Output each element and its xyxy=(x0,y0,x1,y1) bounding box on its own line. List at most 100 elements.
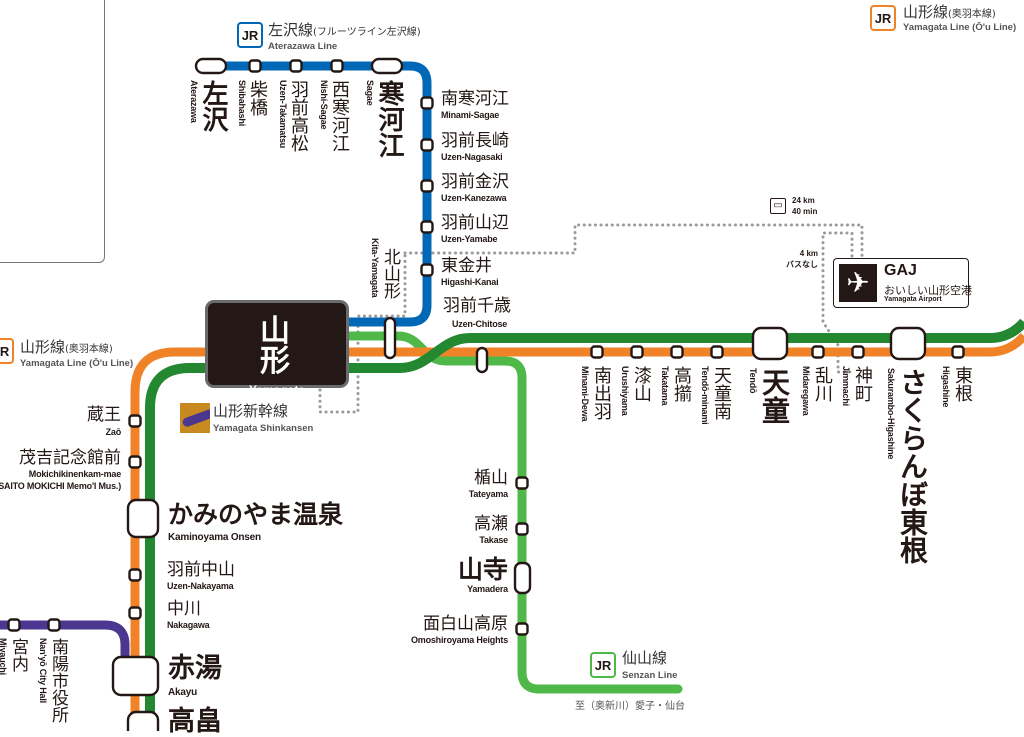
station-marker[interactable] xyxy=(128,414,142,428)
yamagata-hub-station[interactable]: 山 形 Yamagata xyxy=(205,300,356,397)
jr-badge-ou-left: JR xyxy=(0,338,14,364)
airport-code: GAJ xyxy=(884,262,917,279)
station-name-ja: 寒河江 xyxy=(374,80,404,158)
senzan-name-ja: 仙山線 xyxy=(622,649,668,667)
jr-badge-ou-top: JR xyxy=(870,5,896,31)
station-name-en: Midaregawa xyxy=(801,366,811,416)
station-name-ja: 楯山 xyxy=(474,468,508,488)
station-marker-major[interactable] xyxy=(111,655,160,697)
station-marker[interactable] xyxy=(515,522,529,536)
station-marker[interactable] xyxy=(7,618,21,632)
station-marker[interactable] xyxy=(710,345,724,359)
station-name-en: Tateyama xyxy=(468,489,508,499)
ou-top-name-ja: 山形線 xyxy=(903,3,949,21)
station-marker[interactable] xyxy=(420,179,434,193)
station-marker[interactable] xyxy=(420,220,434,234)
station-name-ja: 柴橋 xyxy=(247,80,268,116)
station-marker[interactable] xyxy=(128,568,142,582)
station-name-ja: 山寺 xyxy=(457,555,508,584)
station-name-en: Zaō xyxy=(105,427,122,437)
shinkansen-south xyxy=(145,363,210,731)
station-name-ja: 羽前中山 xyxy=(167,560,235,580)
station-name-en: Urushiyama xyxy=(620,366,630,416)
info-panel xyxy=(0,0,105,263)
station-marker[interactable] xyxy=(951,345,965,359)
station-marker[interactable] xyxy=(128,455,142,469)
station-marker-yamadera[interactable] xyxy=(513,561,532,595)
station-name-en: Uzen-Kanezawa xyxy=(441,193,507,203)
station-marker-terminal[interactable] xyxy=(194,57,228,75)
station-name-en: Shibahashi xyxy=(237,80,247,127)
bus-time: 40 min xyxy=(792,207,818,216)
station-marker-major[interactable] xyxy=(126,710,160,731)
aterazawa-name-ja: 左沢線 xyxy=(268,21,314,39)
station-name-en: Miyauchi xyxy=(0,638,8,675)
station-marker[interactable] xyxy=(420,263,434,277)
station-marker[interactable] xyxy=(851,345,865,359)
ou-line-name-top: 山形線(奥羽本線) xyxy=(903,5,996,20)
ou-top-name-sub: (奥羽本線) xyxy=(948,9,996,20)
station-marker-kita-yamagata[interactable] xyxy=(383,316,397,360)
station-name-en: Minami-Sagae xyxy=(441,110,500,120)
station-name-en: Tendō-minami xyxy=(700,366,710,425)
station-name-en: Omoshiroyama Heights xyxy=(410,635,508,645)
station-marker-major[interactable] xyxy=(751,326,789,361)
senzan-name-en: Senzan Line xyxy=(622,670,678,681)
ou-top-name-en: Yamagata Line (Ō'u Line) xyxy=(903,22,1017,33)
walk-route-jimmachi xyxy=(821,231,857,374)
station-name-ja: 漆山 xyxy=(631,366,652,402)
station-marker[interactable] xyxy=(515,622,529,636)
aterazawa-line-name: 左沢線(フルーツライン左沢線) xyxy=(268,23,421,38)
aterazawa-line xyxy=(210,61,432,327)
station-marker[interactable] xyxy=(248,59,262,73)
station-name-ja: 東根 xyxy=(952,366,973,402)
station-marker[interactable] xyxy=(515,476,529,490)
station-name-ja: 北山形 xyxy=(380,248,400,299)
shinkansen-name-en: Yamagata Shinkansen xyxy=(213,423,314,434)
station-marker[interactable] xyxy=(420,138,434,152)
station-name-ja: 左沢 xyxy=(198,80,228,132)
bus-icon: ▭ xyxy=(770,198,786,214)
airport-name-ja: おいしい山形空港 xyxy=(884,284,972,297)
station-name-en: Tendō xyxy=(748,368,758,394)
station-name-en: Takatama xyxy=(660,366,670,406)
station-marker[interactable] xyxy=(128,606,142,620)
station-name-ja: 西寒河江 xyxy=(329,80,350,152)
station-marker[interactable] xyxy=(330,59,344,73)
ou-line-south xyxy=(130,347,210,731)
bus-distance: 24 km xyxy=(792,196,815,205)
station-name-en: Sakurambo-Higashine xyxy=(886,368,896,460)
station-marker[interactable] xyxy=(811,345,825,359)
station-name-ja: 羽前高松 xyxy=(288,80,309,152)
station-marker[interactable] xyxy=(47,618,61,632)
station-marker[interactable] xyxy=(630,345,644,359)
station-name-en: Jimmachi xyxy=(841,366,851,406)
jr-badge-aterazawa: JR xyxy=(237,22,263,48)
station-name-ja: 神町 xyxy=(852,366,873,402)
yamagata-airport[interactable]: ✈ GAJ おいしい山形空港 Yamagata Airport xyxy=(833,258,972,308)
station-name-ja: 赤湯 xyxy=(168,653,222,684)
station-name-ja: 南寒河江 xyxy=(441,89,509,109)
station-name-en: Nan'yō City Hall xyxy=(38,638,48,703)
station-marker-uzen-chitose[interactable] xyxy=(475,346,489,374)
station-name-en-sub: (SAITO MOKICHI Memo'l Mus.) xyxy=(0,481,121,491)
ou-line-name-left: 山形線(奥羽本線) xyxy=(20,340,113,355)
station-name-en: Nishi-Sagae xyxy=(319,80,329,130)
station-marker[interactable] xyxy=(289,59,303,73)
station-marker[interactable] xyxy=(420,96,434,110)
yamagata-name-ja: 山 形 xyxy=(260,314,356,379)
station-marker-major[interactable] xyxy=(889,326,927,361)
station-name-en: Uzen-Yamabe xyxy=(441,234,498,244)
station-marker-terminal[interactable] xyxy=(370,57,404,75)
station-name-ja: 中川 xyxy=(167,599,201,619)
yamagata-name-en: Yamagata xyxy=(248,383,306,397)
station-name-ja: 羽前山辺 xyxy=(441,213,509,233)
station-marker-major[interactable] xyxy=(126,498,160,539)
station-marker[interactable] xyxy=(590,345,604,359)
station-name-en: Minami-Dewa xyxy=(580,366,590,422)
station-name-ja: 南陽市役所 xyxy=(48,638,68,723)
station-name-ja: 高擶 xyxy=(671,366,692,402)
station-marker[interactable] xyxy=(670,345,684,359)
